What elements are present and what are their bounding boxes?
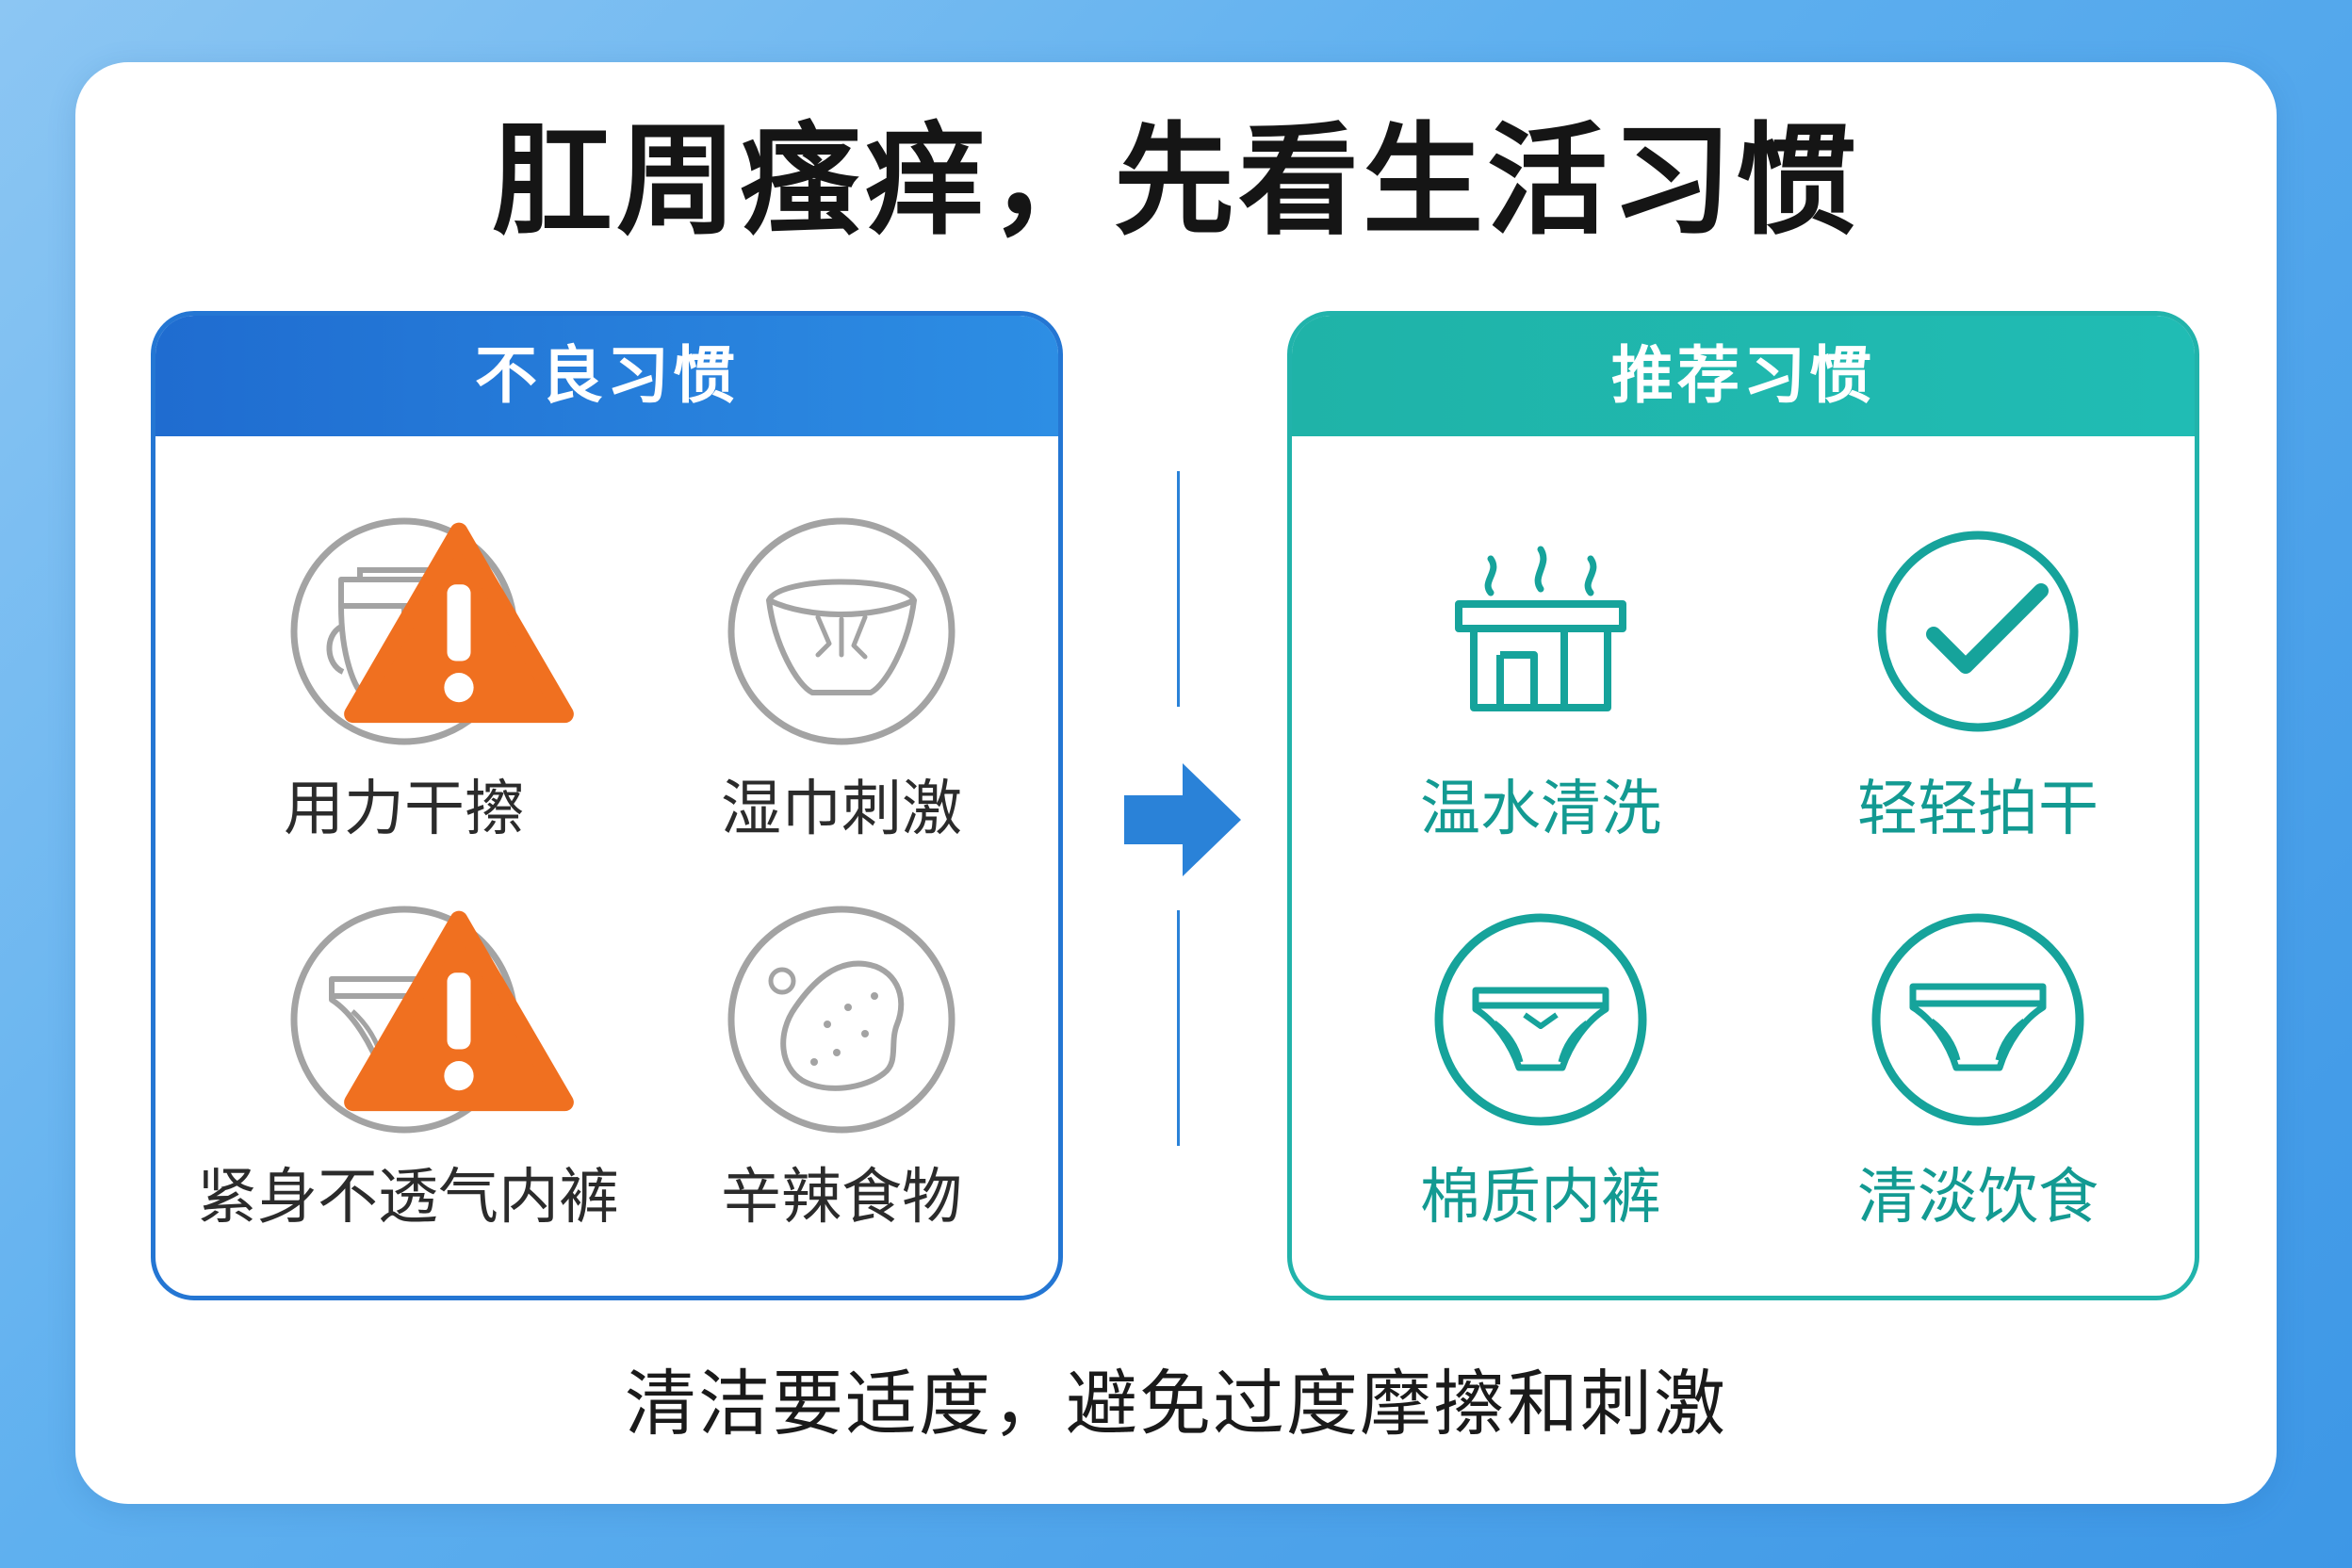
wet-wipe-icon [727, 517, 956, 745]
good-item-label: 清淡饮食 [1857, 1163, 2099, 1233]
divider-line-top [1177, 471, 1180, 707]
good-habits-header: 推荐习惯 [1292, 316, 2195, 436]
good-item-label: 棉质内裤 [1420, 1163, 1661, 1233]
bad-habits-header: 不良习惯 [155, 316, 1058, 436]
bad-item-wet-wipe: 湿巾刺激 [634, 514, 1049, 847]
bad-item-label: 用力干擦 [284, 775, 525, 844]
bad-habits-panel: 不良习惯 用力干擦 [151, 311, 1063, 1300]
bad-item-tight-underwear: 紧身不透气内裤 [197, 902, 619, 1235]
good-item-label: 温水清洗 [1420, 775, 1661, 844]
bad-item-label: 湿巾刺激 [721, 775, 962, 844]
footer-note: 清洁要适度，避免过度摩擦和刺激 [625, 1362, 1727, 1446]
bad-item-spicy-food: 辛辣食物 [634, 902, 1049, 1235]
light-diet-icon [1871, 913, 2084, 1126]
checkmark-icon [1877, 531, 2079, 732]
good-item-warm-water: 温水清洗 [1333, 514, 1748, 847]
bad-item-label: 辛辣食物 [721, 1163, 962, 1233]
good-item-light-diet: 清淡饮食 [1771, 902, 2185, 1235]
warm-water-basin-icon [1455, 546, 1626, 711]
good-habits-panel: 推荐习惯 温水清洗 轻轻拍干 [1287, 311, 2199, 1300]
arrow-right-icon [1124, 763, 1241, 876]
warning-icon [344, 910, 574, 1112]
good-item-pat-dry: 轻轻拍干 [1771, 514, 2185, 847]
bad-item-label: 紧身不透气内裤 [197, 1163, 619, 1233]
good-item-label: 轻轻拍干 [1857, 775, 2099, 844]
cotton-underwear-icon [1434, 913, 1647, 1126]
divider-line-bottom [1177, 910, 1180, 1146]
warning-icon [344, 522, 574, 724]
good-item-cotton-underwear: 棉质内裤 [1333, 902, 1748, 1235]
bad-item-dry-wipe: 用力干擦 [197, 514, 612, 847]
spicy-food-icon [727, 906, 956, 1134]
page-title: 肛周瘙痒，先看生活习惯 [491, 111, 1860, 252]
